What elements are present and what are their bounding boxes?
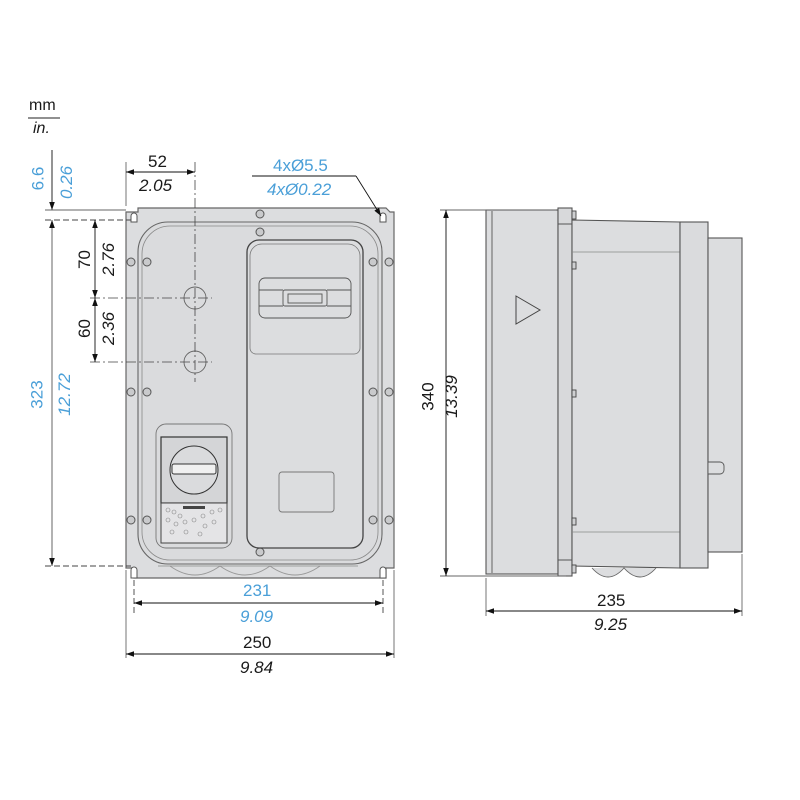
side-view (485, 207, 743, 578)
dim-top-offset-in: 0.26 (57, 165, 77, 200)
front-dimensions (45, 150, 395, 658)
dim-mount-width-mm: 231 (243, 581, 272, 600)
triangle-arrow-icon (515, 295, 541, 325)
label-area (278, 471, 335, 513)
dim-hole-x-mm: 52 (148, 152, 167, 171)
dim-hole-x-in: 2.05 (139, 176, 173, 195)
front-view (90, 162, 395, 579)
dim-top-offset-mm: 6.6 (28, 166, 48, 191)
dim-total-width-mm: 250 (243, 633, 272, 652)
unit-in-label: in. (33, 120, 50, 137)
dim-depth-mm: 235 (597, 591, 626, 610)
dim-total-width-in: 9.84 (240, 658, 274, 677)
dim-mount-holes-mm: 4xØ5.5 (273, 156, 328, 175)
disconnect-switch-icon (155, 423, 233, 549)
screw-icon (126, 209, 394, 557)
dim-mount-height-mm: 323 (27, 380, 47, 409)
dim-hole-spacing-mm: 60 (74, 319, 94, 338)
dim-hole1-y-in: 2.76 (99, 242, 119, 277)
dim-mount-height-in: 12.72 (54, 373, 74, 416)
dim-mount-width-in: 9.09 (240, 607, 274, 626)
dim-hole1-y-mm: 70 (74, 250, 94, 269)
dim-side-height-in: 13.39 (441, 375, 461, 418)
display-panel-icon (258, 277, 352, 319)
side-dimensions (440, 209, 743, 616)
dim-depth-in: 9.25 (594, 615, 628, 634)
dim-hole-spacing-in: 2.36 (99, 311, 119, 346)
unit-mm-label: mm (29, 97, 56, 114)
dim-side-height-mm: 340 (418, 382, 438, 411)
dim-mount-holes-in: 4xØ0.22 (267, 180, 332, 199)
bolt-icon (571, 210, 577, 574)
